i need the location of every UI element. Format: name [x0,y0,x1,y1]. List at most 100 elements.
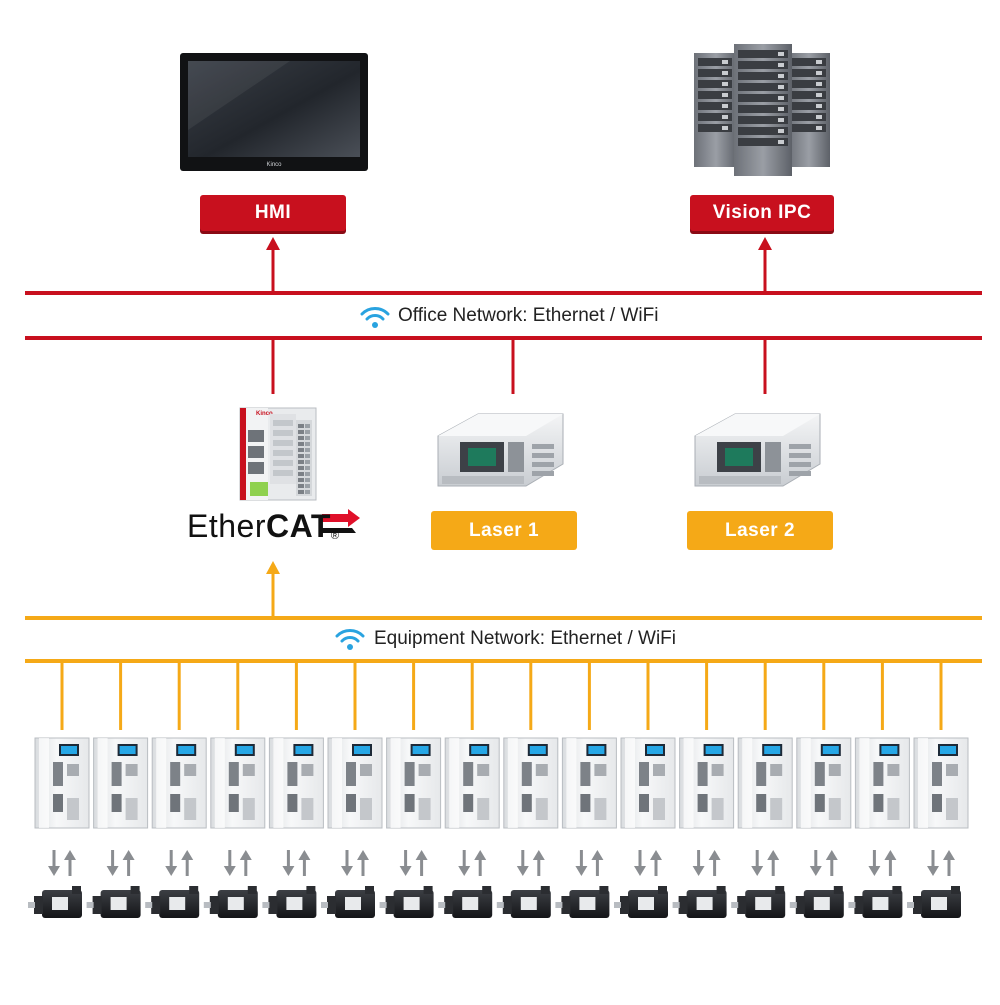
equipment-uplink-arrow [266,561,280,618]
laser-2-device-image [694,413,821,487]
servo-drive [737,737,793,829]
servo-drive [386,737,442,829]
ethercat-logo-bold: CAT [265,508,331,544]
ethercat-logo: EtherCAT® [187,508,339,545]
servo-drive [503,737,559,829]
bidirectional-arrows-icon [927,850,955,876]
hmi-brand-text: Kinco [266,162,282,168]
bidirectional-arrows-icon [106,850,135,876]
bidirectional-arrows-icon [282,850,311,876]
server-bay [738,50,788,58]
servo-drive [913,737,969,829]
server-bay [738,72,788,80]
server-bay [738,127,788,135]
uplink-arrow-vision-ipc [758,237,772,250]
server-bay [698,80,732,88]
ethercat-logo-prefix: Ether [187,508,266,544]
server-bay [698,102,732,110]
server-bay [738,94,788,102]
office-network-bus [25,291,982,340]
bidirectional-arrows-icon [751,850,780,876]
server-bay [792,113,826,121]
hmi-device-image: Kinco [180,53,368,171]
servo-drive [34,737,90,829]
ethercat-logo-mark-text: ® [330,530,340,542]
plc-brand-text: Kinco [256,411,273,417]
bidirectional-arrows-icon [516,850,545,876]
ethercat-logo-mark [322,509,360,533]
server-bay [698,58,732,66]
server-bay [698,113,732,121]
laser-2-label-text: Laser 2 [724,519,796,541]
servo-system-row [28,661,969,918]
server-bay [738,116,788,124]
server-bay [738,61,788,69]
server-bay [738,83,788,91]
server-bay [792,58,826,66]
bidirectional-arrows-icon [634,850,662,876]
bidirectional-arrows-icon [868,850,897,876]
office-network-drops [271,338,767,394]
bidirectional-arrows-icon [48,850,76,876]
server-bay [738,138,788,146]
servo-drive [854,737,910,829]
servo-motor [262,886,317,918]
servo-drive [679,737,735,829]
servo-motor [848,886,903,918]
bidirectional-arrows-icon [341,850,369,876]
server-bay [698,91,732,99]
office-network-label-text: Office Network: Ethernet / WiFi [398,305,659,326]
server-bay [792,69,826,77]
servo-motor [28,886,82,918]
servo-motor [145,886,200,918]
bidirectional-arrows-icon [809,850,838,876]
servo-motor [731,886,786,918]
server-bay [792,80,826,88]
servo-motor [672,886,727,918]
uplink-arrow-hmi [266,237,280,250]
office-network-label: Office Network: Ethernet / WiFi [398,305,658,327]
servo-motor [321,886,375,918]
hmi-label: HMI [200,195,346,231]
server-bay [792,102,826,110]
servo-motor [86,886,141,918]
laser-1-device-image [437,413,564,487]
servo-motor [438,886,493,918]
laser-2-label: Laser 2 [687,511,833,550]
bidirectional-arrows-icon [223,850,252,876]
servo-drive [444,737,500,829]
servo-motor [907,886,961,918]
servo-drive [561,737,617,829]
servo-drive [268,737,324,829]
bidirectional-arrows-icon [399,850,428,876]
plc-controller-image: Kinco [239,407,317,501]
servo-motor [203,886,258,918]
server-bay [792,124,826,132]
servo-drive [620,737,676,829]
servo-drive [796,737,852,829]
server-bay [698,69,732,77]
bidirectional-arrows-icon [165,850,194,876]
vision-ipc-label-text: Vision IPC [712,202,812,223]
servo-motor [789,886,844,918]
servo-drive [93,737,149,829]
uplink-arrows [266,237,772,293]
wifi-icon [335,629,365,650]
bidirectional-arrows-icon [458,850,487,876]
server-bay [698,124,732,132]
laser-1-label-text: Laser 1 [468,519,540,541]
servo-drive [327,737,383,829]
wifi-icon [360,307,390,328]
equipment-network-label: Equipment Network: Ethernet / WiFi [374,628,676,650]
bidirectional-arrows-icon [692,850,721,876]
vision-ipc-label: Vision IPC [690,195,834,231]
server-bay [792,91,826,99]
servo-motor [614,886,668,918]
laser-1-label: Laser 1 [431,511,577,550]
servo-drive [210,737,266,829]
equipment-network-label-text: Equipment Network: Ethernet / WiFi [374,628,676,649]
hmi-label-text: HMI [254,202,292,223]
servo-motor [555,886,610,918]
